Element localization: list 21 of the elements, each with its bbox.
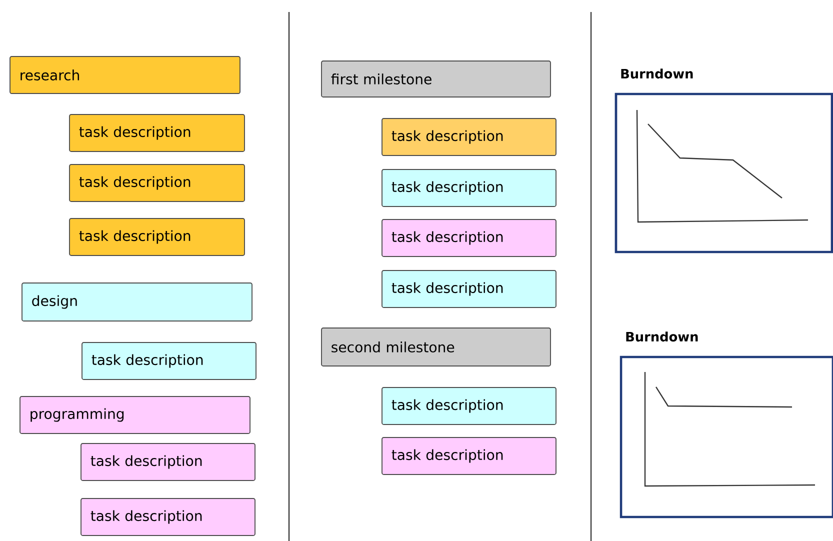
node-label: Burndown bbox=[621, 68, 693, 79]
task-card: design bbox=[22, 282, 252, 322]
task-card: task description bbox=[69, 164, 245, 202]
task-card: task description bbox=[82, 342, 256, 380]
task-card: task description bbox=[80, 443, 256, 481]
task-card: task description bbox=[69, 218, 245, 256]
task-card: task description bbox=[80, 498, 256, 536]
task-card: first milestone bbox=[321, 60, 551, 98]
task-card: task description bbox=[382, 219, 556, 257]
task-card: task description bbox=[69, 114, 245, 152]
task-card: task description bbox=[382, 387, 556, 425]
burndown-chart: Burndown bbox=[620, 332, 833, 518]
task-card: research bbox=[10, 56, 240, 94]
task-card: task description bbox=[382, 437, 556, 475]
node-label: Burndown bbox=[626, 332, 698, 342]
task-card: programming bbox=[20, 396, 250, 434]
task-card: second milestone bbox=[321, 328, 551, 366]
task-card: task description bbox=[382, 118, 556, 156]
task-card: task description bbox=[382, 270, 556, 308]
task-card: task description bbox=[382, 169, 556, 207]
burndown-chart: Burndown bbox=[614, 68, 833, 254]
